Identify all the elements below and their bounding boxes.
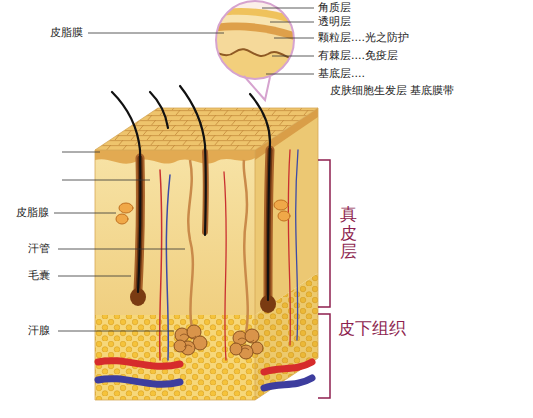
part-label: 皮脂腺 [16,206,49,219]
magnified-inset [200,0,310,100]
skin-block [95,108,318,400]
layer-note: 皮肤细胞生发层 基底膜带 [330,84,455,97]
layer-label: 有棘层....免疫层 [318,49,398,62]
part-label: 汗腺 [28,324,50,337]
layer-label: 透明层 [318,15,351,28]
hair-follicles [112,86,290,313]
region-label: 真皮层 [340,205,357,261]
layer-label: 颗粒层....光之防护 [318,31,409,44]
sweat-glands [174,160,263,359]
part-label: 汗管 [28,242,50,255]
layer-label: 基底层.... [318,67,365,80]
layer-label: 角质层 [318,1,351,14]
layer-label: 皮脂膜 [50,26,83,39]
region-label: 皮下组织 [338,318,406,338]
leader-lines [54,8,314,331]
region-brackets [318,160,330,398]
part-label: 毛囊 [28,269,50,282]
